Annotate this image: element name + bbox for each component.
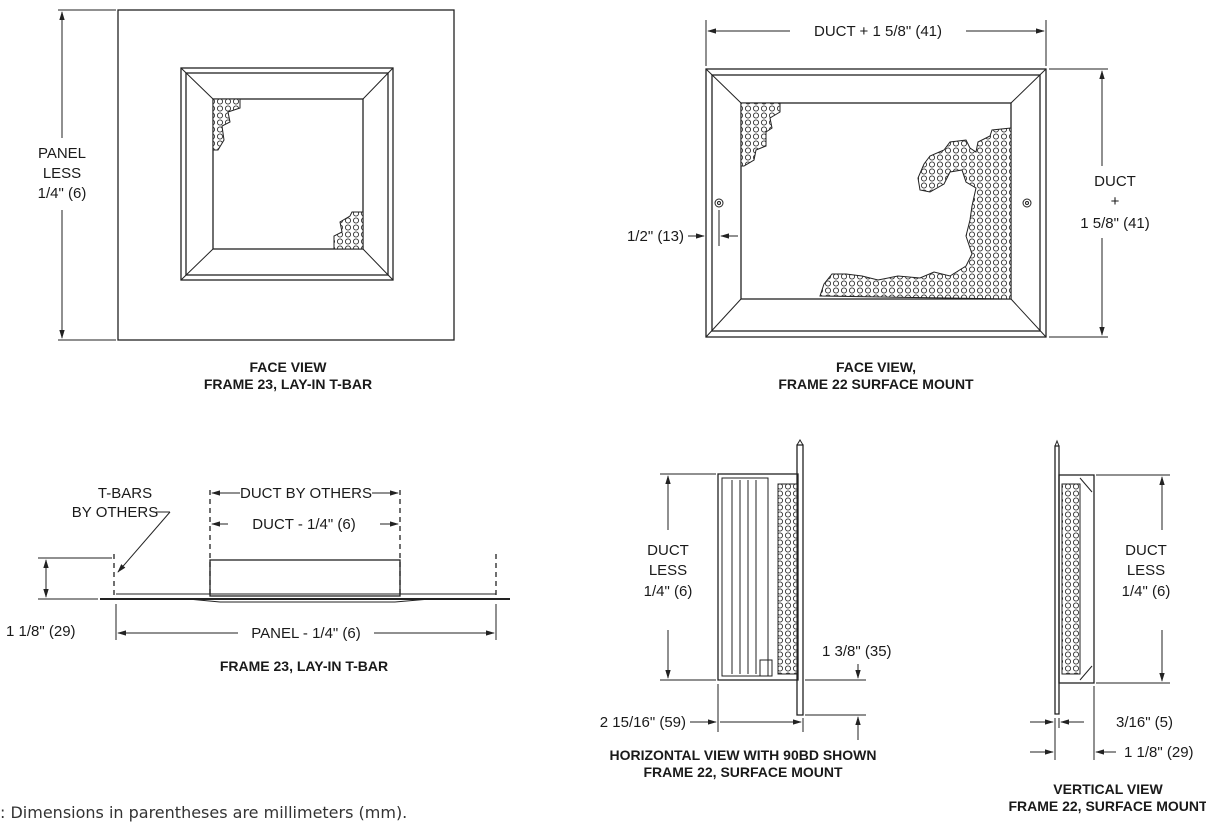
dim-panel-line-2: LESS — [43, 165, 81, 182]
damper-operator — [759, 659, 773, 677]
perforated-corner-top-left — [212, 98, 241, 151]
dim-duct-width: DUCT + 1 5/8" (41) — [814, 23, 942, 40]
dim-depth-h: 2 15/16" (59) — [600, 714, 686, 731]
frame-body — [1058, 474, 1095, 684]
dim-duct-h-2: LESS — [649, 562, 687, 579]
perforated-irregular-fill — [819, 127, 1012, 300]
dim-duct-v-2: LESS — [1127, 562, 1165, 579]
dim-duct-v-1: DUCT — [1125, 542, 1167, 559]
frame-body — [717, 473, 799, 681]
caption-horizontal-1: HORIZONTAL VIEW WITH 90BD SHOWN — [609, 747, 876, 763]
frame23-face-view: PANEL LESS 1/4" (6) FACE VIEW FRAME 23, … — [38, 9, 455, 392]
screw-left — [714, 198, 724, 208]
dim-duct-height-3: 1 5/8" (41) — [1080, 215, 1150, 232]
frame23-section-view: DUCT BY OTHERS DUCT - 1/4" (6) T-BARS BY… — [6, 485, 510, 674]
caption-vertical-1: VERTICAL VIEW — [1053, 781, 1163, 797]
caption-vertical-2: FRAME 22, SURFACE MOUNT — [1008, 798, 1206, 814]
perforated-corner-top-left — [740, 102, 781, 167]
panel-outline — [117, 9, 455, 341]
frame-outer — [705, 68, 1047, 338]
frame-mid — [185, 72, 389, 276]
dim-duct-less: DUCT - 1/4" (6) — [252, 516, 355, 533]
caption-frame22-face-2: FRAME 22 SURFACE MOUNT — [778, 376, 974, 392]
horizontal-view: DUCT LESS 1/4" (6) 1 3/8" (35) 2 15/16" … — [600, 439, 892, 780]
dim-edge-to-screw: 1/2" (13) — [627, 228, 684, 245]
dim-depth-v: 1 1/8" (29) — [1124, 744, 1194, 761]
dim-panel-less: PANEL - 1/4" (6) — [251, 625, 361, 642]
dim-section-height: 1 1/8" (29) — [6, 623, 76, 640]
frame-inner — [212, 98, 364, 250]
dim-duct-height-1: DUCT — [1094, 173, 1136, 190]
dim-flange-height: 1 3/8" (35) — [822, 643, 892, 660]
frame-mid — [711, 74, 1041, 332]
perforated-face-vertical — [1061, 483, 1081, 675]
frame-outer — [180, 67, 394, 281]
caption-frame23-face-2: FRAME 23, LAY-IN T-BAR — [204, 376, 372, 392]
dim-small-offset: 3/16" (5) — [1116, 714, 1173, 731]
caption-frame23-face-1: FACE VIEW — [249, 359, 327, 375]
caption-frame23-section: FRAME 23, LAY-IN T-BAR — [220, 658, 388, 674]
label-tbars-1: T-BARS — [98, 485, 152, 502]
perforated-corner-bottom-right — [333, 211, 364, 250]
dim-panel-line-1: PANEL — [38, 145, 86, 162]
duct-section — [209, 559, 401, 597]
dim-duct-h-1: DUCT — [647, 542, 689, 559]
label-tbars-2: BY OTHERS — [72, 504, 158, 521]
dim-duct-height-2: + — [1111, 193, 1120, 210]
dim-duct-v-3: 1/4" (6) — [1122, 583, 1171, 600]
dim-panel-line-3: 1/4" (6) — [38, 185, 87, 202]
caption-horizontal-2: FRAME 22, SURFACE MOUNT — [643, 764, 843, 780]
perforated-face-horizontal — [777, 483, 798, 675]
dim-duct-h-3: 1/4" (6) — [644, 583, 693, 600]
caption-frame22-face-1: FACE VIEW, — [836, 359, 916, 375]
footnote: : Dimensions in parentheses are millimet… — [0, 803, 407, 822]
face-flange — [1054, 445, 1060, 715]
vertical-view: DUCT LESS 1/4" (6) 3/16" (5) 1 1/8" (29)… — [1008, 439, 1206, 814]
frame22-face-view: DUCT + 1 5/8" (41) DUCT + 1 5/8" (41) 1/… — [627, 20, 1150, 392]
screw-right — [1022, 198, 1032, 208]
dim-duct-by-others: DUCT BY OTHERS — [240, 485, 372, 502]
